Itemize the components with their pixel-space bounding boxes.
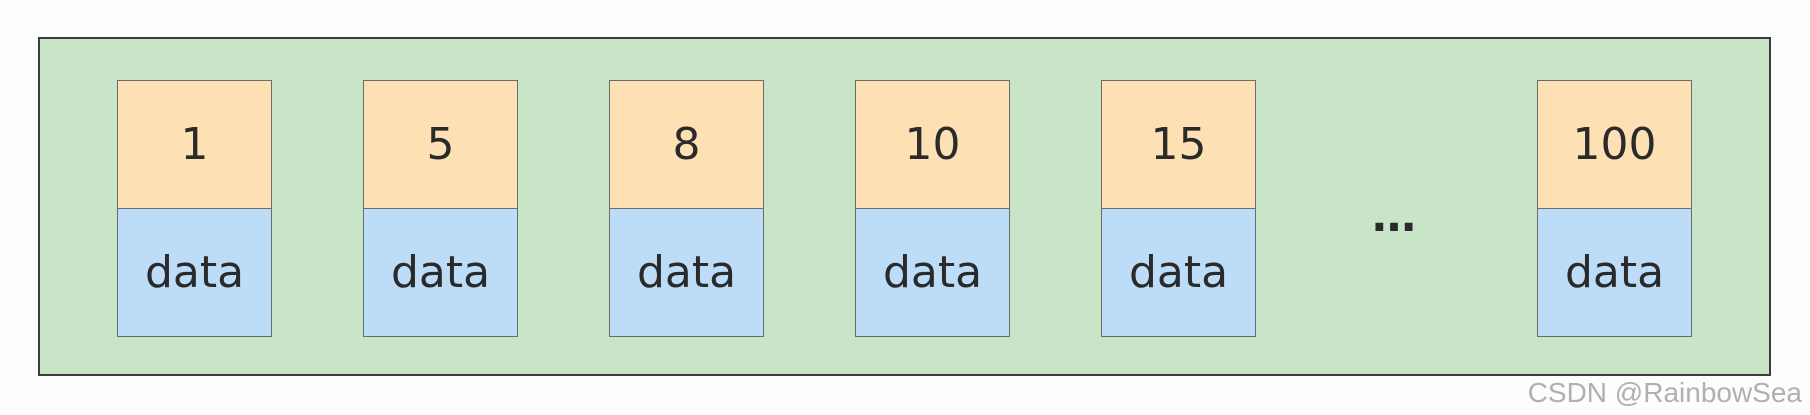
ellipsis-indicator: … [1372,190,1418,242]
record-node: 8 data [609,80,764,337]
key-cell: 5 [363,80,518,209]
record-node: 15 data [1101,80,1256,337]
key-cell: 10 [855,80,1010,209]
watermark: CSDN @RainbowSea [1527,377,1802,408]
data-cell: data [855,208,1010,337]
record-node: 100 data [1537,80,1692,337]
key-cell: 1 [117,80,272,209]
key-cell: 15 [1101,80,1256,209]
key-cell: 8 [609,80,764,209]
record-node: 5 data [363,80,518,337]
data-cell: data [363,208,518,337]
data-cell: data [609,208,764,337]
data-cell: data [1537,208,1692,337]
data-cell: data [117,208,272,337]
record-node: 1 data [117,80,272,337]
data-cell: data [1101,208,1256,337]
key-cell: 100 [1537,80,1692,209]
record-node: 10 data [855,80,1010,337]
